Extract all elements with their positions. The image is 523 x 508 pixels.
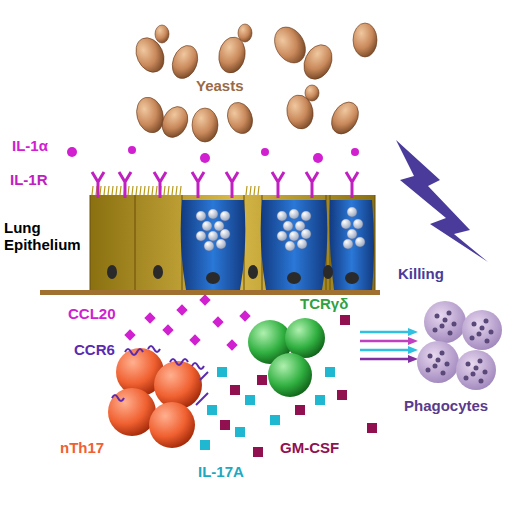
label: CCR6 <box>74 342 115 359</box>
label: IL-1α <box>12 138 48 155</box>
cytokine-squares <box>200 315 377 457</box>
label: nTh17 <box>60 440 104 457</box>
lung-epithelium <box>40 172 380 295</box>
label: CCL20 <box>68 306 116 323</box>
killing-bolt <box>396 140 488 262</box>
label: Yeasts <box>196 78 244 95</box>
label: Killing <box>398 266 444 283</box>
recruitment-arrows <box>360 328 418 363</box>
yeast-cells <box>131 22 377 142</box>
il1a-dots <box>67 146 359 163</box>
label: IL-17A <box>198 464 244 481</box>
label: Phagocytes <box>404 398 488 415</box>
label: TCRγδ <box>300 296 348 313</box>
label: Lung Epithelium <box>4 220 90 253</box>
label: IL-1R <box>10 172 48 189</box>
label: GM-CSF <box>280 440 339 457</box>
nth17-cells <box>108 346 208 448</box>
ccl20-molecules <box>124 294 250 350</box>
tcrgd-cells <box>248 318 325 397</box>
phagocytes <box>417 301 502 390</box>
